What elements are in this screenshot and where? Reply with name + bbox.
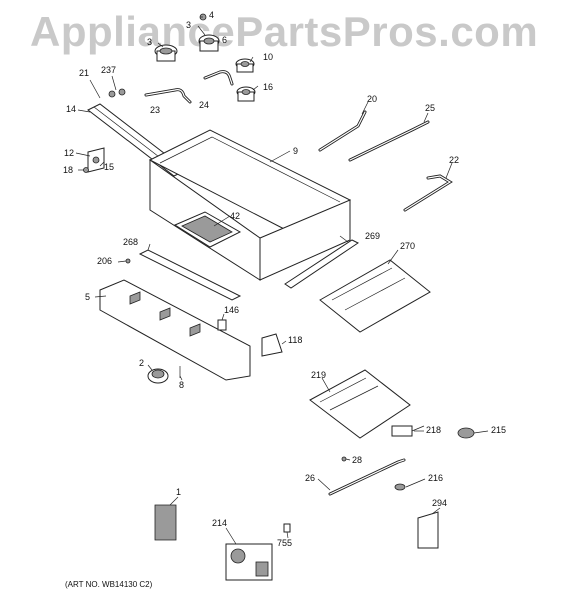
strip-part-268 (138, 249, 242, 301)
bracket-part-294 (417, 511, 439, 549)
callout-294: 294 (432, 498, 448, 508)
callout-20: 20 (367, 94, 378, 104)
strip-part-269 (284, 239, 359, 289)
callout-218: 218 (426, 425, 442, 435)
regulator-part-214 (225, 543, 273, 581)
callout-23: 23 (150, 105, 161, 115)
callout-1: 1 (176, 487, 182, 497)
clip-part-146 (217, 319, 227, 331)
callout-3-left: 3 (147, 37, 153, 47)
callout-18: 18 (63, 165, 74, 175)
callout-26: 26 (305, 473, 316, 483)
callout-15: 15 (104, 162, 115, 172)
tube-part-22 (403, 174, 453, 212)
callout-214: 214 (212, 518, 228, 528)
manual-part-1 (154, 504, 177, 541)
callout-21: 21 (79, 68, 90, 78)
callout-3-right: 3 (186, 20, 192, 30)
callout-24: 24 (199, 100, 210, 110)
callout-5: 5 (85, 292, 91, 302)
callout-237: 237 (101, 65, 117, 75)
screw-part-28 (341, 456, 347, 462)
tray-part-219 (309, 369, 411, 439)
part-215 (457, 427, 475, 439)
callout-2: 2 (139, 358, 145, 368)
watermark: AppliancePartsPros.com (30, 8, 539, 55)
callout-215: 215 (491, 425, 507, 435)
valve-part-10 (235, 58, 255, 73)
shield-part-270 (319, 259, 431, 333)
part-216 (394, 483, 406, 491)
knob-part-2 (147, 368, 169, 384)
panel-part-42 (173, 211, 242, 248)
screw-part-206 (125, 258, 131, 264)
leader-lines (75, 16, 489, 545)
part-118 (261, 333, 283, 357)
callout-270: 270 (400, 241, 416, 251)
bracket-part-12 (87, 147, 105, 173)
callout-12: 12 (64, 148, 75, 158)
callout-206: 206 (97, 256, 113, 266)
valve-part-16 (236, 86, 256, 102)
valve-part-3-right (198, 34, 220, 52)
callout-16: 16 (263, 82, 274, 92)
callout-219: 219 (311, 370, 327, 380)
clip-part-755 (283, 523, 291, 533)
callout-4: 4 (209, 10, 215, 20)
callout-755: 755 (277, 538, 293, 548)
callout-269: 269 (365, 231, 381, 241)
callout-6: 6 (222, 35, 228, 45)
callout-9: 9 (293, 146, 299, 156)
callout-25: 25 (425, 103, 436, 113)
valve-part-3-left (154, 44, 178, 62)
screw-part-18 (83, 167, 89, 173)
callout-146: 146 (224, 305, 240, 315)
callout-8: 8 (179, 380, 185, 390)
callout-22: 22 (449, 155, 460, 165)
callout-216: 216 (428, 473, 444, 483)
manifold-panel-part-5 (99, 279, 251, 381)
callout-42: 42 (230, 211, 241, 221)
callout-28: 28 (352, 455, 363, 465)
callout-14: 14 (66, 104, 77, 114)
callout-118: 118 (288, 335, 303, 345)
burner-box-part-9 (148, 129, 352, 281)
callout-268: 268 (123, 237, 139, 247)
callout-10: 10 (263, 52, 274, 62)
connector-part-218 (391, 425, 425, 437)
tube-part-20 (318, 110, 367, 152)
art-number: (ART NO. WB14130 C2) (65, 580, 153, 589)
